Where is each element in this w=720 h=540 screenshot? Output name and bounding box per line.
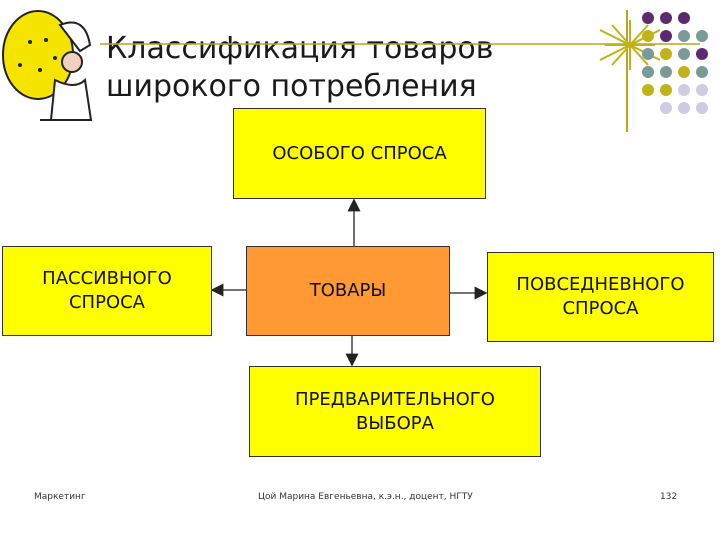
footer-author: Цой Марина Евгеньевна, к.э.н., доцент, Н… xyxy=(258,492,473,502)
box-everyday-demand: ПОВСЕДНЕВНОГО СПРОСА xyxy=(487,252,714,342)
footer-left: Маркетинг xyxy=(34,492,86,502)
box-goods: ТОВАРЫ xyxy=(246,246,450,336)
box-passive-demand: ПАССИВНОГО СПРОСА xyxy=(2,246,212,336)
footer-page-number: 132 xyxy=(660,492,677,502)
box-preliminary-choice: ПРЕДВАРИТЕЛЬНОГО ВЫБОРА xyxy=(249,366,541,457)
box-special-demand: ОСОБОГО СПРОСА xyxy=(233,108,486,199)
